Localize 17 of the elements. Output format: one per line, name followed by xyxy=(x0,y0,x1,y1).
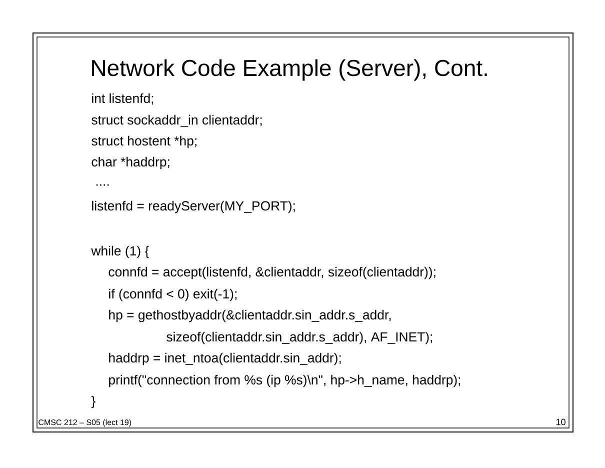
code-line: while (1) { xyxy=(91,246,149,258)
slide-title: Network Code Example (Server), Cont. xyxy=(92,59,487,81)
page-number: 10 xyxy=(556,418,566,426)
code-line: hp = gethostbyaddr(&clientaddr.sin_addr.s_addr, xyxy=(109,310,391,322)
code-line: struct sockaddr_in clientaddr; xyxy=(92,114,262,128)
code-line: .... xyxy=(96,184,109,186)
code-line: struct hostent *hp; xyxy=(92,136,196,148)
code-line: listenfd = readyServer(MY_PORT); xyxy=(92,200,295,214)
code-line: sizeof(clientaddr.sin_addr.s_addr), AF_INET); xyxy=(166,332,432,344)
code-line: printf("connection from %s (ip %s)\n", hp->h_name, haddrp); xyxy=(109,374,460,388)
footer-text: CMSC 212 – S05 (lect 19) xyxy=(38,419,132,427)
code-line: char *haddrp; xyxy=(92,156,170,170)
code-line: if (connfd < 0) exit(-1); xyxy=(109,288,236,302)
code-line: } xyxy=(91,396,96,408)
code-line: haddrp = inet_ntoa(clientaddr.sin_addr); xyxy=(109,352,341,366)
code-line: connfd = accept(listenfd, &clientaddr, sizeof(clientaddr)); xyxy=(108,266,436,280)
code-line: int listenfd; xyxy=(92,93,154,105)
